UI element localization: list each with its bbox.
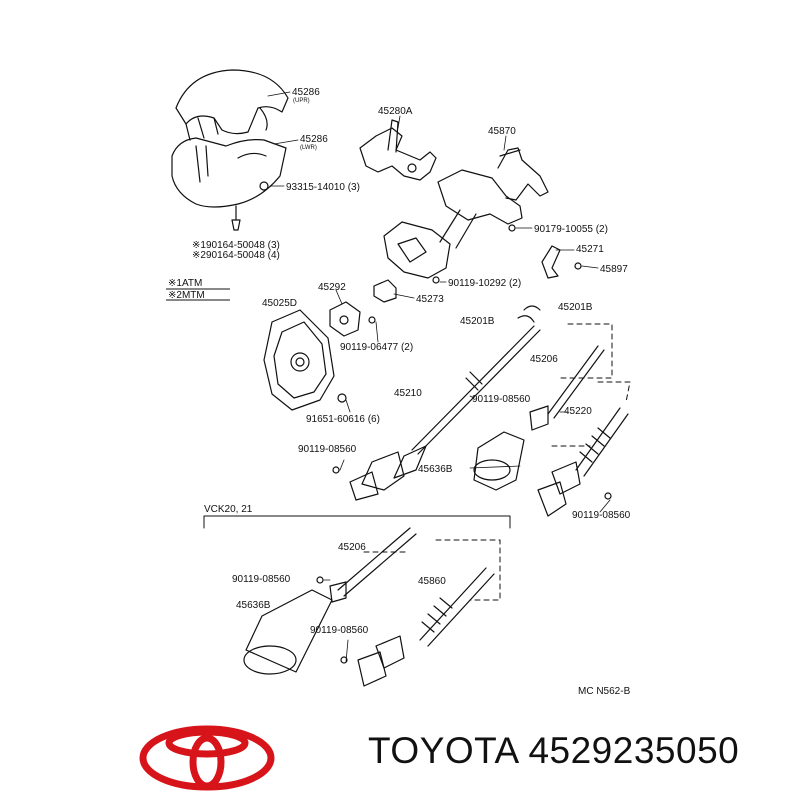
column-hole-cover-45636b-b [243,589,333,675]
intermediate-shaft-45220 [537,407,629,517]
bolt-91651 [337,393,347,403]
callout-90119-08560-b: 90119-08560 [298,444,357,455]
logo-inner-vertical [189,734,225,790]
callout-45636b: 45636B [418,464,453,475]
legend-mtm: ※2MTM [168,290,205,301]
callout-45210: 45210 [394,388,422,399]
bolt-90119-08560-c [604,492,612,500]
brand-part-number: TOYOTA 4529235050 [368,730,740,771]
callout-45273: 45273 [416,294,444,305]
legend: ※1ATM ※2MTM [166,278,230,301]
hole-cover-45025d [263,309,335,411]
callout-290164: ※290164-50048 (4) [192,250,280,261]
toyota-logo-icon [139,725,275,791]
logo-inner-horizontal [165,728,249,758]
upper-column-cover [175,69,289,141]
callout-45286-upr-sub: (UPR) [293,98,310,104]
lock-lever-45271 [541,245,561,279]
callout-45201b-right: 45201B [558,302,593,313]
callout-45271: 45271 [576,244,604,255]
callout-45025d: 45025D [262,298,297,309]
bolt-90119-08560-b [332,466,340,474]
callout-45897: 45897 [600,264,628,275]
screw-93315 [259,181,269,191]
section-bracket [203,515,511,529]
bushing-45273 [373,279,397,303]
callout-45860: 45860 [418,576,446,587]
snap-ring-45201b-b [517,315,535,323]
column-bracket-45280a [359,119,437,181]
steering-column-parts-diagram: ※1ATM ※2MTM 45286 (UPR) 45286 (LWR) 9331… [166,69,631,697]
snap-ring-45201b-a [523,305,541,311]
plate-45292 [329,301,361,337]
callout-90119-06477: 90119-06477 (2) [340,342,413,353]
callout-45206-b: 45206 [338,542,366,553]
callout-45206: 45206 [530,354,558,365]
callout-45220: 45220 [564,406,592,417]
screw-45897 [574,262,582,270]
callout-190164: ※190164-50048 (3) [192,240,280,251]
callout-90119-08560-c: 90119-08560 [572,510,631,521]
callout-45286-lwr-sub: (LWR) [300,145,317,151]
steering-column-tube [383,147,549,279]
bolt-90119-10292 [432,276,440,284]
figure-code: MC N562-B [578,686,631,697]
legend-atm: ※1ATM [168,278,202,289]
intermediate-shaft-45206-b [329,527,417,603]
callout-93315: 93315-14010 (3) [286,182,360,193]
section-label: VCK20, 21 [204,504,253,515]
bolt-90179 [508,224,516,232]
bolt-90119-08560-d [316,576,324,584]
lower-column-cover [171,137,287,231]
callout-90119-10292: 90119-10292 (2) [448,278,521,289]
callout-91651: 91651-60616 (6) [306,414,380,425]
column-hole-cover-45636b [473,431,525,491]
callout-45636b-b: 45636B [236,600,271,611]
callout-45201b-left: 45201B [460,316,495,327]
intermediate-shaft-45860 [357,567,495,687]
callout-45286-lwr: 45286 [300,134,328,145]
main-shaft-45210 [349,325,541,501]
callout-90179: 90179-10055 (2) [534,224,608,235]
callout-45280a: 45280A [378,106,413,117]
callout-90119-08560-e: 90119-08560 [310,625,369,636]
callout-90119-08560-d: 90119-08560 [232,574,291,585]
callout-45870: 45870 [488,126,516,137]
callout-90119-08560-a: 90119-08560 [472,394,531,405]
callout-45286-upr: 45286 [292,87,320,98]
callout-45292: 45292 [318,282,346,293]
bolt-90119-06477 [368,316,376,324]
callout-labels: 45286 (UPR) 45286 (LWR) 93315-14010 (3) … [192,87,631,697]
bolt-90119-08560-e [340,656,348,664]
intermediate-shaft-45206 [529,345,605,431]
